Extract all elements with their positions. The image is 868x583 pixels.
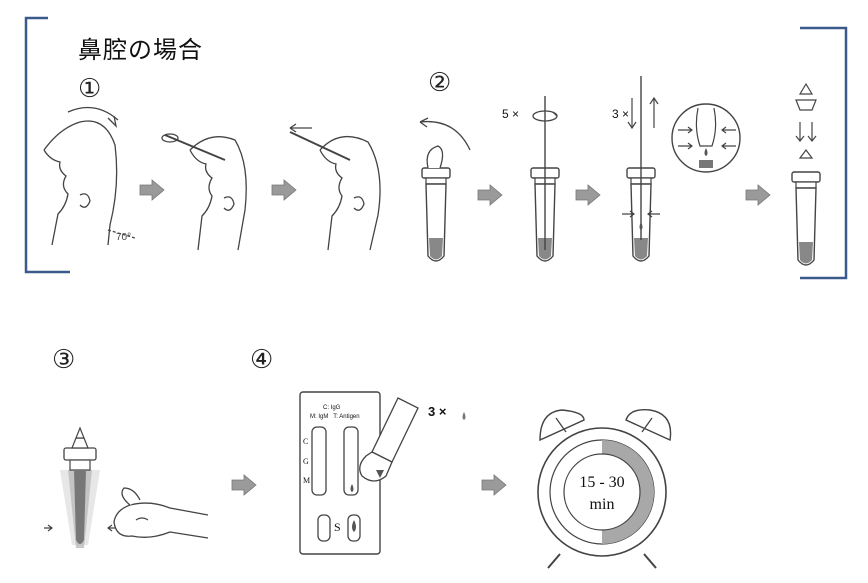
cassette-label-m: M — [303, 476, 311, 485]
head-profile-2 — [161, 133, 247, 251]
head-profile-1: 70° — [43, 106, 136, 246]
step-number-2: ② — [428, 68, 452, 98]
flow-arrow-7 — [481, 474, 507, 496]
cassette-label-c: C — [303, 437, 309, 446]
timer-clock — [537, 409, 672, 569]
cassette-header-2: M: IgM T: Antigen — [310, 414, 360, 420]
svg-text:70°: 70° — [116, 232, 131, 243]
flow-arrow-5 — [745, 184, 771, 206]
flow-arrow-6 — [231, 474, 257, 496]
tube-with-dropper-cap — [791, 82, 821, 266]
shaking-tube — [44, 426, 116, 548]
flow-arrow-4 — [575, 184, 601, 206]
cassette-header-1: C: IgG — [323, 405, 341, 411]
section-bracket-left — [24, 16, 70, 274]
open-tube — [419, 117, 471, 262]
section-bracket-right — [800, 26, 848, 280]
page-title: 鼻腔の場合 — [78, 36, 203, 64]
dropper-bottle — [350, 397, 466, 492]
step-number-1: ① — [78, 74, 102, 104]
test-cassette — [299, 391, 381, 555]
hand-flick — [113, 487, 209, 539]
squeeze-count-label: 3 × — [612, 107, 630, 121]
tube-with-swab-rotate — [530, 96, 560, 262]
step-number-3: ③ — [52, 345, 76, 375]
head-profile-3 — [289, 123, 381, 251]
squeeze-detail-circle — [671, 103, 741, 173]
cassette-label-s: S — [334, 520, 341, 534]
timer-unit: min — [589, 496, 615, 513]
timer-range: 15 - 30 — [579, 474, 625, 491]
rotate-count-label: 5 × — [502, 107, 520, 121]
flow-arrow-2 — [271, 179, 297, 201]
flow-arrow-3 — [477, 184, 503, 206]
cassette-label-g: G — [303, 457, 309, 466]
tube-with-swab-squeeze — [622, 76, 660, 262]
step-number-4: ④ — [250, 345, 274, 375]
flow-arrow-1 — [139, 179, 165, 201]
drop-count-label: 3 × — [428, 404, 447, 419]
